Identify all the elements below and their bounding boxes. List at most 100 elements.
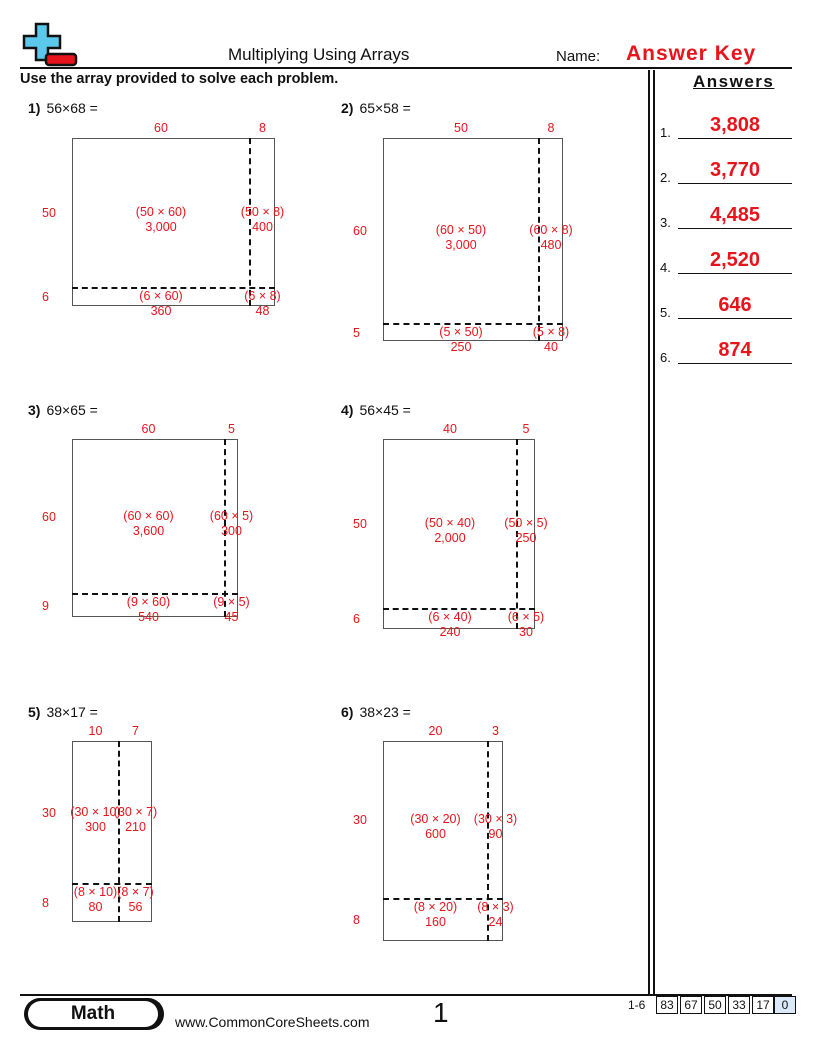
partial-product-value: 480 [540,238,562,252]
array-row-split [72,287,275,289]
partial-product-cell: (6 × 5)30 [476,610,576,640]
answer-value: 646 [718,294,752,316]
array-column-split [224,439,226,617]
answer-line [678,273,792,274]
array-row-split [383,898,503,900]
partial-product-expression: (8 × 20) [413,900,458,914]
array-side-label: 30 [353,813,367,827]
array-side-label: 50 [353,517,367,531]
partial-product-value: 400 [252,220,273,234]
partial-product-cell: (30 × 10)300 [46,805,146,835]
problem-expression: 65×58 = [359,100,411,116]
score-box: 33 [728,996,750,1014]
partial-product-expression: (30 × 10) [70,804,121,819]
partial-product-cell: (30 × 20)600 [386,812,486,842]
partial-product-cell: (50 × 60)3,000 [111,205,211,235]
array-side-label: 60 [353,224,367,238]
partial-product-expression: (8 × 3) [477,900,514,914]
header-divider [20,67,792,69]
score-box: 17 [752,996,774,1014]
array-side-label: 8 [42,896,49,910]
score-box: 0 [774,996,796,1014]
array-row-split [72,883,152,885]
partial-product-expression: (50 × 60) [135,205,187,219]
answers-heading: Answers [693,72,775,91]
partial-product-cell: (8 × 20)160 [386,900,486,930]
partial-product-value: 48 [255,304,270,318]
partial-product-cell: (8 × 7)56 [86,885,186,915]
partial-product-value: 360 [150,304,172,318]
partial-product-cell: (60 × 50)3,000 [411,223,511,253]
worksheet-title: Multiplying Using Arrays [228,45,410,64]
array-top-label: 8 [547,121,555,135]
partial-product-cell: (60 × 5)300 [182,509,282,539]
array-top-label: 20 [428,724,443,738]
subject-label: Math [28,1001,158,1027]
array-row-split [72,593,238,595]
partial-product-value: 210 [125,819,146,834]
partial-product-value: 56 [128,900,143,914]
answer-number: 6. [660,350,671,365]
problem-label: 1)56×68 = [28,100,98,116]
array-top-label: 60 [154,121,168,135]
answer-column-divider [648,70,650,996]
array-side-label: 6 [353,612,360,626]
partial-product-value: 3,600 [132,523,165,538]
partial-product-cell: (6 × 60)360 [111,289,211,319]
array-side-label: 60 [42,509,56,524]
partial-product-expression: (9 × 60) [126,595,171,609]
partial-product-value: 600 [425,827,446,841]
array-top-label: 40 [443,422,457,436]
array-side-label: 5 [353,325,360,340]
array-column-split [516,439,518,629]
array-top-label: 50 [454,121,468,135]
partial-product-cell: (5 × 50)250 [411,325,511,355]
array-rectangle [383,439,535,629]
array-top-label: 60 [141,422,156,436]
array-rectangle [383,741,503,941]
answer-value: 3,808 [709,114,761,136]
partial-product-value: 160 [425,915,446,929]
partial-product-expression: (6 × 5) [507,610,545,624]
problem-number: 4) [341,402,354,418]
answer-line [678,183,792,184]
answer-line [678,318,792,319]
array-row-split [383,608,535,610]
array-rectangle [72,138,275,306]
partial-product-value: 250 [515,531,537,545]
partial-product-cell: (8 × 3)24 [446,900,546,930]
partial-product-expression: (50 × 8) [240,205,285,219]
answer-value: 4,485 [709,204,761,226]
problem-expression: 38×17 = [46,704,98,720]
array-side-label: 30 [42,805,56,820]
partial-product-cell: (9 × 60)540 [99,595,199,625]
answer-value: 2,520 [709,249,761,271]
partial-product-expression: (60 × 5) [209,508,254,523]
partial-product-value: 300 [85,819,106,834]
problem-number: 1) [28,100,41,116]
answer-number: 4. [660,260,671,275]
partial-product-value: 3,000 [145,220,177,234]
score-box: 67 [680,996,702,1014]
partial-product-cell: (8 × 10)80 [46,885,146,915]
partial-product-value: 24 [488,915,503,929]
partial-product-value: 90 [488,827,503,841]
footer-divider [20,994,792,996]
array-top-label: 7 [132,724,139,738]
partial-product-cell: (9 × 5)45 [182,595,282,625]
partial-product-expression: (50 × 5) [504,516,548,530]
partial-product-expression: (6 × 8) [244,289,281,303]
partial-product-expression: (5 × 50) [439,325,483,339]
problem-label: 2)65×58 = [341,100,411,116]
problem-expression: 69×65 = [46,402,98,418]
array-column-split [249,138,251,306]
problem-expression: 38×23 = [359,704,411,720]
partial-product-value: 45 [224,610,239,624]
partial-product-expression: (30 × 3) [473,812,518,826]
problem-number: 5) [28,704,41,720]
partial-product-cell: (6 × 8)48 [213,289,313,319]
partial-product-cell: (60 × 60)3,600 [99,509,199,539]
array-column-split [538,138,540,341]
array-top-label: 3 [492,724,499,738]
array-top-label: 5 [522,422,530,436]
